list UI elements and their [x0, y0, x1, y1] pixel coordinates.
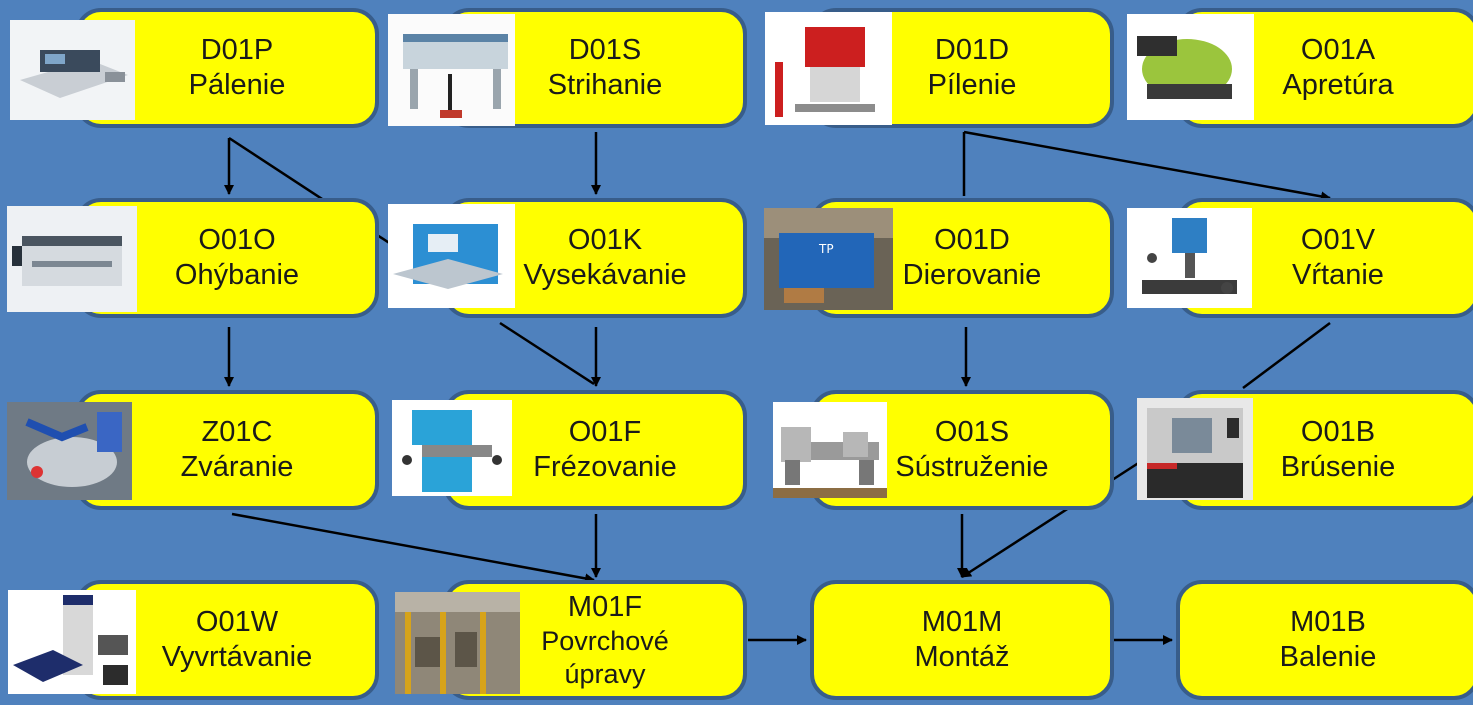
node-name: Ohýbanie [174, 259, 300, 291]
press-brake-icon [7, 206, 137, 312]
drill-press-icon [1127, 208, 1252, 308]
node-code: O01O [198, 224, 276, 256]
turret-punch-icon: TP [764, 208, 893, 310]
node-code: Z01C [201, 416, 273, 448]
node-code: M01F [567, 590, 643, 623]
node-name: Zváranie [180, 451, 294, 483]
node-name: Vŕtanie [1292, 259, 1384, 291]
arrow-d01d-o01v [963, 130, 1331, 202]
node-code: O01A [1300, 34, 1376, 66]
cnc-grinder-icon [1137, 398, 1253, 500]
node-name: Balenie [1279, 641, 1377, 673]
node-name: Apretúra [1282, 69, 1394, 101]
node-name: Frézovanie [533, 451, 677, 483]
node-name: Pálenie [188, 69, 286, 101]
arrow-z01c-m01f [231, 512, 595, 584]
milling-machine-icon [392, 400, 512, 496]
node-code: D01D [934, 34, 1010, 66]
node-name: Strihanie [547, 69, 663, 101]
node-code: M01M [921, 606, 1003, 638]
node-code: O01S [934, 416, 1010, 448]
node-code: O01B [1300, 416, 1376, 448]
node-name: Sústruženie [895, 451, 1049, 483]
welding-robot-icon [7, 402, 132, 500]
punch-press-icon [388, 204, 515, 308]
node-m01m: M01M Montáž [810, 580, 1114, 700]
node-code: O01D [934, 224, 1010, 256]
node-code: O01W [195, 606, 279, 638]
shearing-machine-icon [388, 14, 515, 126]
node-name: Vysekávanie [523, 259, 687, 291]
node-code: O01V [1300, 224, 1376, 256]
node-name: Vyvrtávanie [161, 641, 313, 673]
node-code: D01P [200, 34, 274, 66]
svg-text:TP: TP [818, 242, 834, 256]
node-name: Montáž [914, 641, 1010, 673]
planer-icon [1127, 14, 1254, 120]
node-code: M01B [1290, 606, 1366, 638]
band-saw-icon [765, 12, 892, 125]
arrow-o01v-o01b [1242, 321, 1331, 390]
laser-cutting-machine-icon [10, 20, 135, 120]
node-name: Brúsenie [1280, 451, 1396, 483]
boring-machine-icon [8, 590, 136, 694]
node-code: O01K [567, 224, 643, 256]
surface-treatment-line-icon [395, 592, 520, 694]
node-m01b: M01B Balenie [1176, 580, 1473, 700]
node-code: O01F [568, 416, 642, 448]
node-code: D01S [568, 34, 642, 66]
lathe-icon [773, 402, 887, 498]
node-name: Dierovanie [902, 259, 1042, 291]
arrow-o01k-o01f-b [499, 321, 595, 386]
node-name: Povrchové úpravy [541, 625, 669, 689]
node-name: Pílenie [927, 69, 1017, 101]
